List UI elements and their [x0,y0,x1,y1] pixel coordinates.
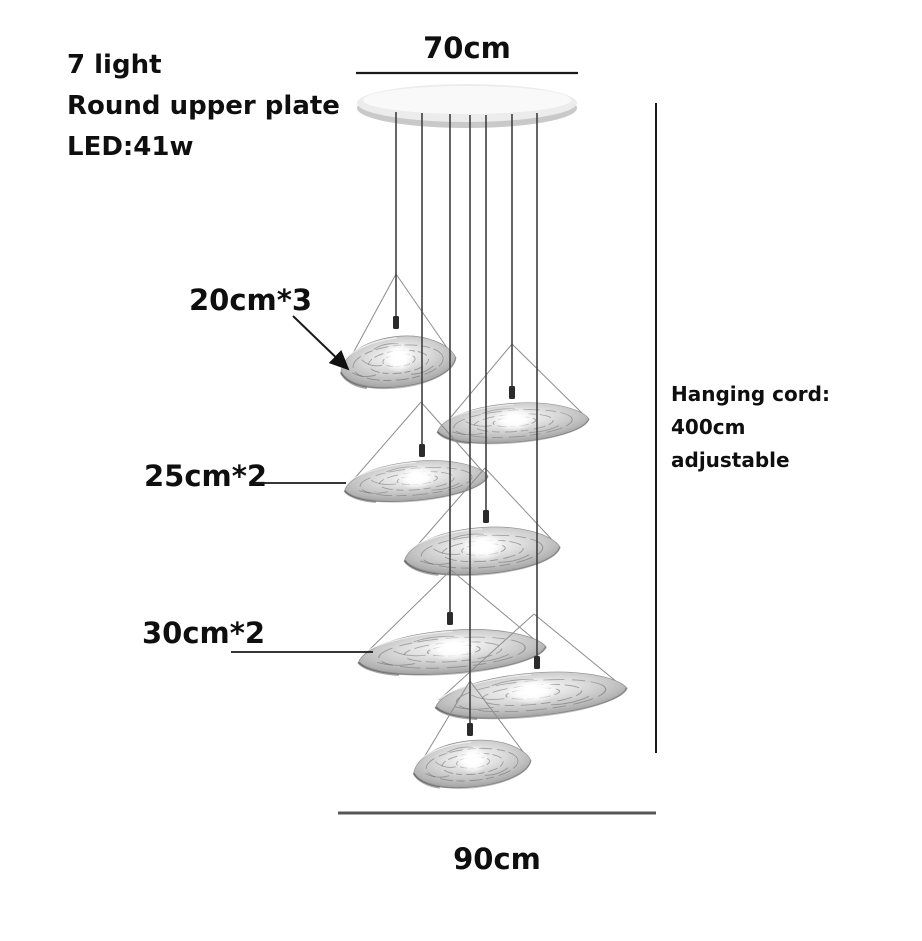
pendant-5 [355,569,549,682]
hanging-cord-note-line2: 400cm [671,415,746,439]
suspension-wire [511,343,586,417]
pendant-shade [432,663,630,727]
overall-width-label: 90cm [453,842,541,876]
cord-connector [447,612,453,625]
suspension-wire [484,467,557,545]
plate-width-label: 70cm [423,31,511,65]
suspension-wire [533,613,624,688]
cord-connector [534,656,540,669]
spec-light-count: 7 light [67,50,162,80]
suspension-wire [361,569,452,658]
suspension-wire [395,273,453,356]
pendant-3 [341,401,491,508]
spec-led-power: LED:41w [67,132,194,162]
large-shade-size-label: 30cm*2 [142,616,266,650]
suspension-wire [347,401,422,487]
pendant-shade [410,734,534,794]
cord-connector [483,510,489,523]
hanging-cord-note: Hanging cord: 400cm adjustable [671,378,830,477]
cord-connector [509,386,515,399]
suspension-wire [407,467,486,557]
suspension-wire [420,401,485,474]
pendant-7 [410,680,534,794]
spec-block: 7 light Round upper plate LED:41w [67,45,340,168]
ceiling-plate [357,84,577,128]
suspension-wire [469,680,528,758]
spec-plate-type: Round upper plate [67,91,340,121]
suspension-wire [438,613,535,701]
hanging-cord-note-line3: adjustable [671,448,790,472]
suspension-wire [450,569,542,646]
cord-connector [393,316,399,329]
pendant-shade [355,622,549,682]
pendant-6 [432,613,630,727]
small-shade-size-label: 20cm*3 [189,283,313,317]
pendant-shade [341,453,491,508]
pendant-shade [336,329,460,395]
cord-connector [467,723,473,736]
pendant-1 [336,273,460,395]
suspension-wire [440,343,513,430]
pendant-2 [434,343,592,450]
hanging-cords [393,112,540,736]
suspension-wire [416,680,471,770]
cord-connector [419,444,425,457]
pendant-4 [401,467,563,582]
hanging-cord-note-line1: Hanging cord: [671,382,830,406]
pendant-shade [434,396,592,450]
small-shade-arrow [292,315,350,371]
medium-shade-size-label: 25cm*2 [144,459,268,493]
